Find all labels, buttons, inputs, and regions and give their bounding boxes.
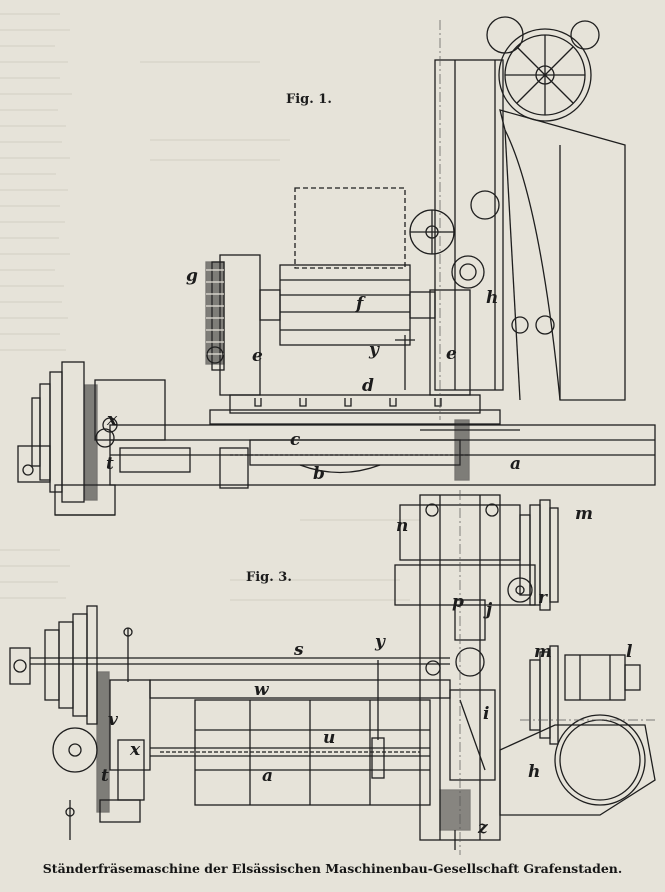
fig3-base [194,699,431,806]
label-g: g [186,266,198,286]
fig3-gear-z [439,789,471,831]
fig3-rail-w [149,679,451,699]
fig3-pulley-r [507,577,533,603]
bleed-through-texture [0,13,420,601]
fig1-end-gear [454,419,470,481]
label-t-fig1: t [106,454,114,474]
plate-caption: Ständerfräsemaschine der Elsässischen Ma… [42,861,623,876]
label-e-right: e [446,344,457,364]
label-m-mid: m [534,642,552,662]
fig3-cone-pulley-m-top [519,499,559,611]
fig3-motor-l [564,654,626,701]
label-z: z [478,818,488,838]
fig3-drawing [9,494,656,850]
fig1-cutter-f [279,264,411,346]
label-r: r [538,588,547,608]
fig3-cone-pulley-left [44,605,98,725]
label-h-fig1: h [486,288,499,308]
fig3-cone-pulley-m-mid [529,645,559,745]
fig1-worktable [229,394,481,414]
label-w: w [254,680,269,700]
label-c: c [290,430,301,450]
label-y-fig3: y [375,632,385,652]
label-d: d [362,376,374,396]
label-t-fig3: t [101,766,109,786]
label-s: s [294,640,304,660]
label-f: f [356,294,364,314]
label-l: l [626,642,633,662]
centerlines [439,20,655,855]
label-m-top: m [575,504,593,524]
fig1-cone-pulley [31,361,85,503]
label-i: i [483,704,490,724]
fig1-gear-g [205,261,225,365]
label-b: b [313,464,325,484]
label-u: u [323,728,336,748]
fig3-carriage [109,679,151,771]
label-a-fig1: a [510,454,522,474]
label-n: n [396,516,409,536]
fig1-belt-housing [499,109,626,401]
fig3-circular-housing [554,714,646,806]
label-a-fig3: a [262,766,274,786]
fig1-drawing [17,16,656,516]
label-x-fig1: x [107,410,118,430]
fig3-gear-left [96,671,110,813]
label-p: p [452,592,464,612]
fig1-handwheel-top [498,28,592,122]
fig1-column [434,59,504,391]
fig1-title: Fig. 1. [286,92,332,107]
label-e-left: e [252,346,263,366]
fig1-table [249,439,461,466]
label-h-fig3: h [528,762,541,782]
label-y-fig1: y [369,340,379,360]
fig1-housing-left [219,254,261,396]
fig1-housing-right [429,289,471,396]
label-j: j [486,600,493,620]
fig3-title: Fig. 3. [246,570,292,585]
fig1-workpiece-outline [294,187,406,269]
label-x-fig3: x [130,740,141,760]
label-v: v [108,710,118,730]
